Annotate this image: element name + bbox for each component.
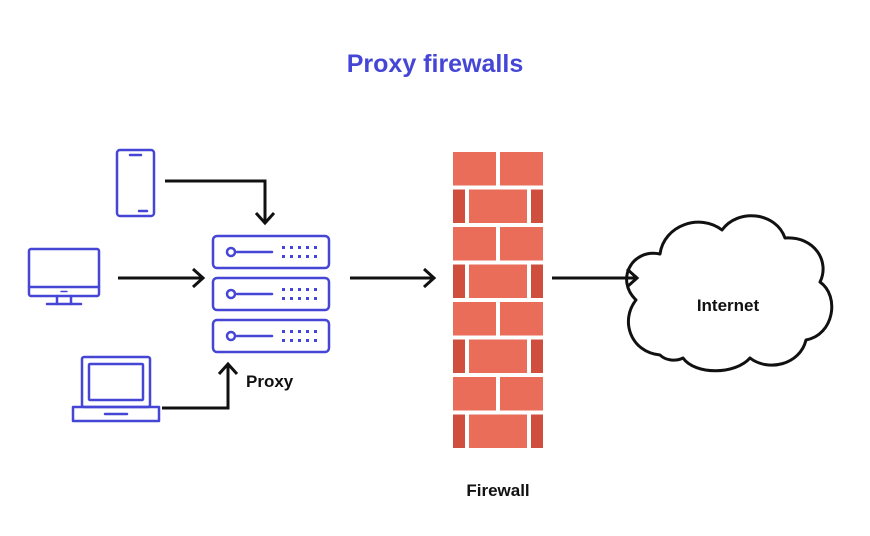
desktop-monitor-icon	[27, 247, 101, 306]
brick	[453, 414, 465, 448]
arrow-phone-to-proxy	[165, 179, 276, 226]
brick	[469, 414, 527, 448]
server-rack-icon	[211, 234, 331, 354]
internet-label: Internet	[697, 296, 760, 315]
server-unit	[211, 234, 331, 270]
brick	[453, 189, 465, 223]
brick	[453, 377, 496, 411]
brick	[531, 414, 543, 448]
laptop-icon	[71, 355, 161, 423]
arrow-firewall-to-internet	[552, 267, 640, 289]
firewall-label: Firewall	[466, 481, 529, 500]
brick	[531, 264, 543, 298]
diagram-title: Proxy firewalls	[347, 50, 523, 78]
arrow-laptop-to-proxy	[162, 361, 239, 410]
brick	[500, 302, 543, 336]
brick	[500, 227, 543, 261]
brick	[453, 152, 496, 186]
brick	[500, 377, 543, 411]
brick	[469, 264, 527, 298]
brick	[453, 264, 465, 298]
smartphone-icon	[115, 148, 156, 218]
brick	[453, 302, 496, 336]
brick	[531, 339, 543, 373]
proxy-label: Proxy	[246, 372, 294, 391]
brick	[453, 339, 465, 373]
server-unit	[211, 318, 331, 354]
brick	[469, 339, 527, 373]
brick-wall-icon	[453, 150, 543, 450]
cloud-icon	[625, 214, 834, 373]
brick	[469, 189, 527, 223]
arrow-desktop-to-proxy	[118, 267, 206, 289]
server-unit	[211, 276, 331, 312]
brick	[453, 227, 496, 261]
brick	[531, 189, 543, 223]
brick	[500, 152, 543, 186]
arrow-proxy-to-firewall	[350, 267, 437, 289]
